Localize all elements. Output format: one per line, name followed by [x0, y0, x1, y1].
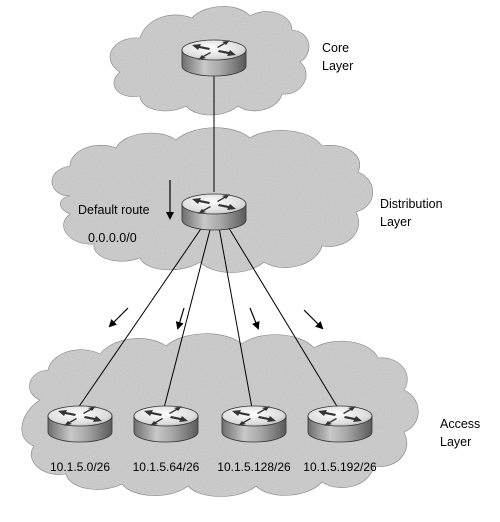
- link-dist-access-1: [77, 219, 208, 409]
- router-icon: [133, 405, 199, 443]
- link-dist-access-3: [217, 221, 253, 409]
- arrow-icon: [108, 307, 129, 328]
- access-cloud: [21, 333, 419, 497]
- arrow-icon: [249, 307, 260, 330]
- arrows: [108, 180, 324, 330]
- distribution-layer-label: Distribution: [380, 197, 443, 211]
- distribution-layer-label-2: Layer: [380, 215, 411, 229]
- router-icon: [181, 39, 247, 77]
- link-dist-access-4: [223, 219, 339, 409]
- router-icon: [307, 405, 373, 443]
- subnet-label: 10.1.5.64/26: [133, 460, 200, 474]
- links: [77, 72, 339, 409]
- arrow-icon: [303, 309, 324, 330]
- access-layer-label: Access: [440, 417, 480, 431]
- link-dist-access-2: [163, 221, 213, 409]
- arrow-icon: [175, 307, 185, 330]
- subnet-label: 10.1.5.192/26: [303, 460, 377, 474]
- core-layer-label: Core: [322, 41, 349, 55]
- subnet-label: 10.1.5.128/26: [217, 460, 291, 474]
- access-layer-label-2: Layer: [440, 435, 471, 449]
- router-icon: [221, 405, 287, 443]
- core-layer-label-2: Layer: [322, 59, 353, 73]
- subnet-label: 10.1.5.0/26: [50, 460, 110, 474]
- router-icon: [47, 405, 113, 443]
- router-icon: [181, 193, 247, 231]
- default-route-prefix: 0.0.0.0/0: [88, 231, 137, 245]
- default-route-label: Default route: [78, 203, 150, 217]
